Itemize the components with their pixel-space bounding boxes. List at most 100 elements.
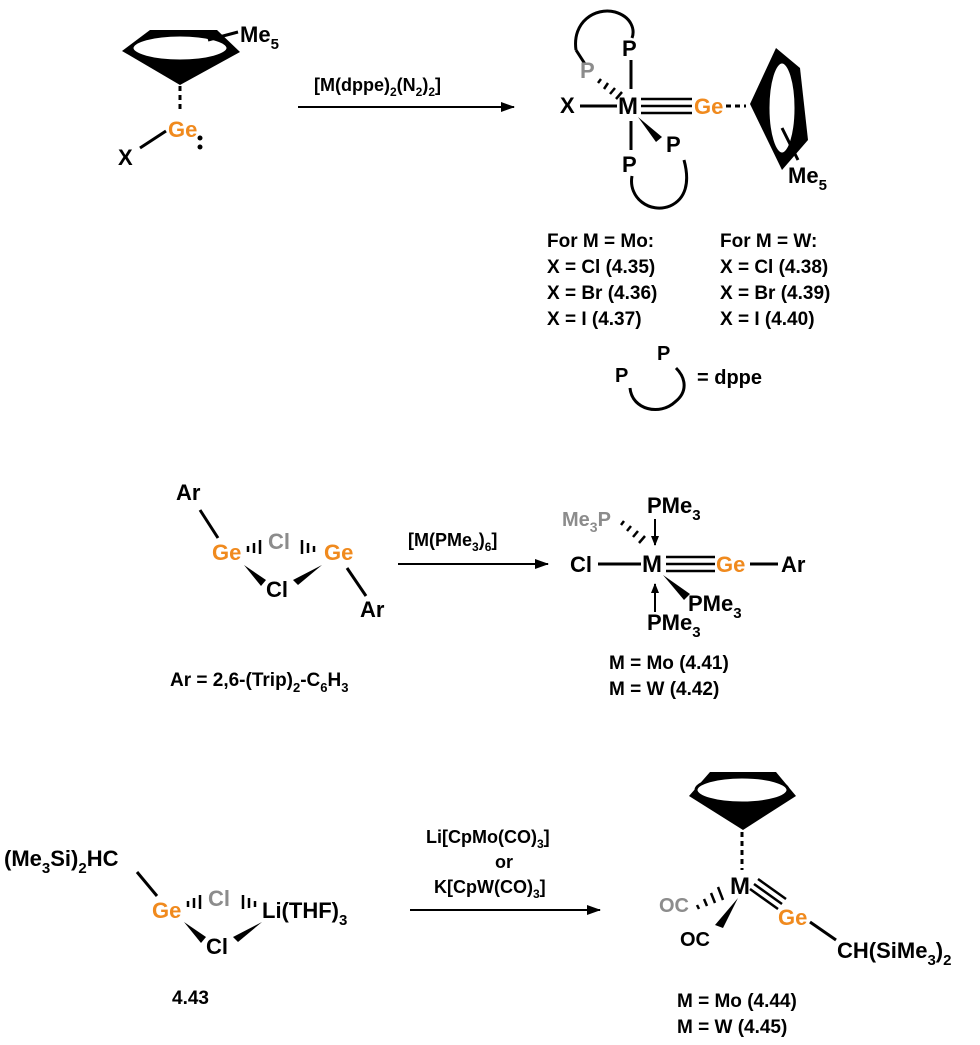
ge-atom-product: Ge — [694, 94, 723, 119]
ge-atom: Ge — [168, 117, 197, 142]
me5-bond-product — [780, 127, 800, 161]
dppe-backbone-bottom — [630, 159, 689, 210]
x-atom: X — [118, 145, 133, 170]
ge-atom-product-2: Ge — [716, 552, 745, 577]
cl-atom-front-3: Cl — [206, 934, 228, 959]
me3p-m-hashed-bond — [620, 520, 646, 544]
product-label: M = Mo (4.44) — [677, 991, 797, 1012]
ar-atom: Ar — [360, 597, 385, 622]
product-label: M = Mo (4.41) — [609, 653, 729, 674]
m-ge-triple-bond-2 — [666, 555, 715, 573]
w-header: For M = W: — [720, 231, 817, 252]
metal-atom-2: M — [642, 551, 662, 578]
m-co-wedge — [715, 898, 738, 928]
scheme-1: Me5 Ge X [M(dppe)2(N2)2] P P — [118, 9, 830, 411]
c-ge-bond — [135, 871, 159, 897]
ge-x-bond — [139, 129, 167, 150]
me5-label-product: Me5 — [788, 163, 827, 194]
lone-pair-dot — [197, 144, 203, 150]
w-entry: X = I (4.40) — [720, 309, 815, 330]
scheme-2: Ar Ge Cl Ge Cl Ar [M(PMe3)6] — [170, 480, 806, 700]
w-entry: X = Br (4.39) — [720, 283, 830, 304]
m-ge-triple-bond-3 — [749, 877, 787, 911]
cp-ring-inner-3 — [694, 775, 790, 805]
p-atom-bottom-left: P — [622, 152, 637, 177]
compound-assignment-table: For M = Mo: For M = W: X = Cl (4.35) X =… — [547, 231, 830, 330]
ar-atom-product: Ar — [781, 552, 806, 577]
cl-li-hashed-bond — [241, 895, 257, 909]
co-front: OC — [680, 929, 710, 951]
p-atom-legend: P — [615, 365, 628, 387]
dppe-legend-backbone — [628, 366, 686, 411]
pme3-top: PMe3 — [647, 493, 701, 524]
product-label: M = W (4.45) — [677, 1017, 787, 1038]
cl-atom-bridging-front: Cl — [266, 577, 288, 602]
metal-atom: M — [618, 93, 638, 120]
m-p-hashed-bond — [597, 78, 623, 100]
pme3-bottom: PMe3 — [647, 610, 701, 641]
ge-cl-wedge-left — [244, 565, 266, 586]
ge-cl-hashed-bond-3 — [186, 895, 202, 909]
reagent-2: [M(PMe3)6] — [408, 530, 497, 554]
ch-sime3-2-group: CH(SiMe3)2 — [837, 938, 951, 969]
chlorogermylene-lithium-complex: (Me3Si)2HC Ge Cl Li(THF)3 Cl 4.43 — [4, 846, 347, 1009]
m-co-hashed-bond — [695, 886, 725, 910]
ge-atom-3: Ge — [152, 898, 181, 923]
scheme-3: (Me3Si)2HC Ge Cl Li(THF)3 Cl 4.43 Li[C — [4, 772, 951, 1038]
cpstar-germylene-reactant: Me5 Ge X — [118, 22, 279, 170]
co-back: OC — [659, 895, 689, 917]
mo-entry: X = Cl (4.35) — [547, 257, 655, 278]
digermene-chloride-dimer: Ar Ge Cl Ge Cl Ar — [176, 480, 385, 622]
p-atom-legend: P — [657, 343, 670, 365]
germylyne-complex-product-1: P P X M Ge P P — [560, 9, 827, 210]
reagent-w: K[CpW(CO)3] — [434, 877, 546, 901]
ar-definition: Ar = 2,6-(Trip)2-C6H3 — [170, 670, 349, 695]
dppe-legend-label: = dppe — [697, 367, 762, 389]
m-ge-triple-bond — [641, 97, 692, 115]
me5-label: Me5 — [240, 22, 279, 53]
ge-cl-hashed-bond-right — [300, 540, 316, 554]
pme3-front: PMe3 — [688, 591, 742, 622]
ge-cl-wedge-right — [293, 565, 322, 585]
ge-c-bond — [809, 920, 837, 942]
compound-number: 4.43 — [172, 988, 209, 1009]
ge-atom-product-3: Ge — [778, 905, 807, 930]
reagents-3: Li[CpMo(CO)3] or K[CpW(CO)3] — [426, 827, 550, 901]
lone-pair-dot — [197, 135, 203, 141]
ge-atom-left: Ge — [212, 540, 241, 565]
p-atom-bottom-right: P — [666, 132, 681, 157]
reagent-or: or — [495, 852, 513, 872]
m-pme3-wedge — [663, 575, 690, 600]
me3p-back: Me3P — [562, 509, 611, 535]
ge-ar-bond — [345, 567, 368, 597]
reagent-1: [M(dppe)2(N2)2] — [314, 75, 441, 99]
ge-atom-right: Ge — [324, 540, 353, 565]
metal-atom-3: M — [730, 873, 750, 900]
ar-ge-bond — [198, 509, 220, 539]
cp-ring-side-inner — [766, 60, 798, 156]
dppe-backbone-top — [574, 9, 635, 51]
m-p-wedge-bond — [638, 117, 662, 142]
cl-li-wedge-3 — [233, 922, 262, 942]
ge-cl-hashed-bond-left — [246, 540, 262, 554]
cp-germylyne-complex-product: M OC OC Ge CH(SiMe3)2 — [659, 772, 951, 969]
p-atom-top-left: P — [580, 58, 595, 83]
cp-ring-inner — [130, 33, 230, 63]
li-thf-atom: Li(THF)3 — [262, 898, 347, 929]
dppe-backbone-top-link — [574, 49, 587, 65]
cl-atom-bridging-back: Cl — [268, 529, 290, 554]
mo-entry: X = I (4.37) — [547, 309, 642, 330]
cl-atom-back-3: Cl — [208, 886, 230, 911]
w-entry: X = Cl (4.38) — [720, 257, 828, 278]
me5-bond — [207, 30, 239, 42]
ar-atom: Ar — [176, 480, 201, 505]
p-atom-top-right: P — [622, 36, 637, 61]
dppe-legend: P P = dppe — [615, 343, 762, 411]
x-atom-product: X — [560, 93, 575, 118]
mo-entry: X = Br (4.36) — [547, 283, 657, 304]
reagent-mo: Li[CpMo(CO)3] — [426, 827, 550, 851]
mo-header: For M = Mo: — [547, 231, 654, 252]
ge-cl-wedge-3 — [184, 922, 206, 943]
